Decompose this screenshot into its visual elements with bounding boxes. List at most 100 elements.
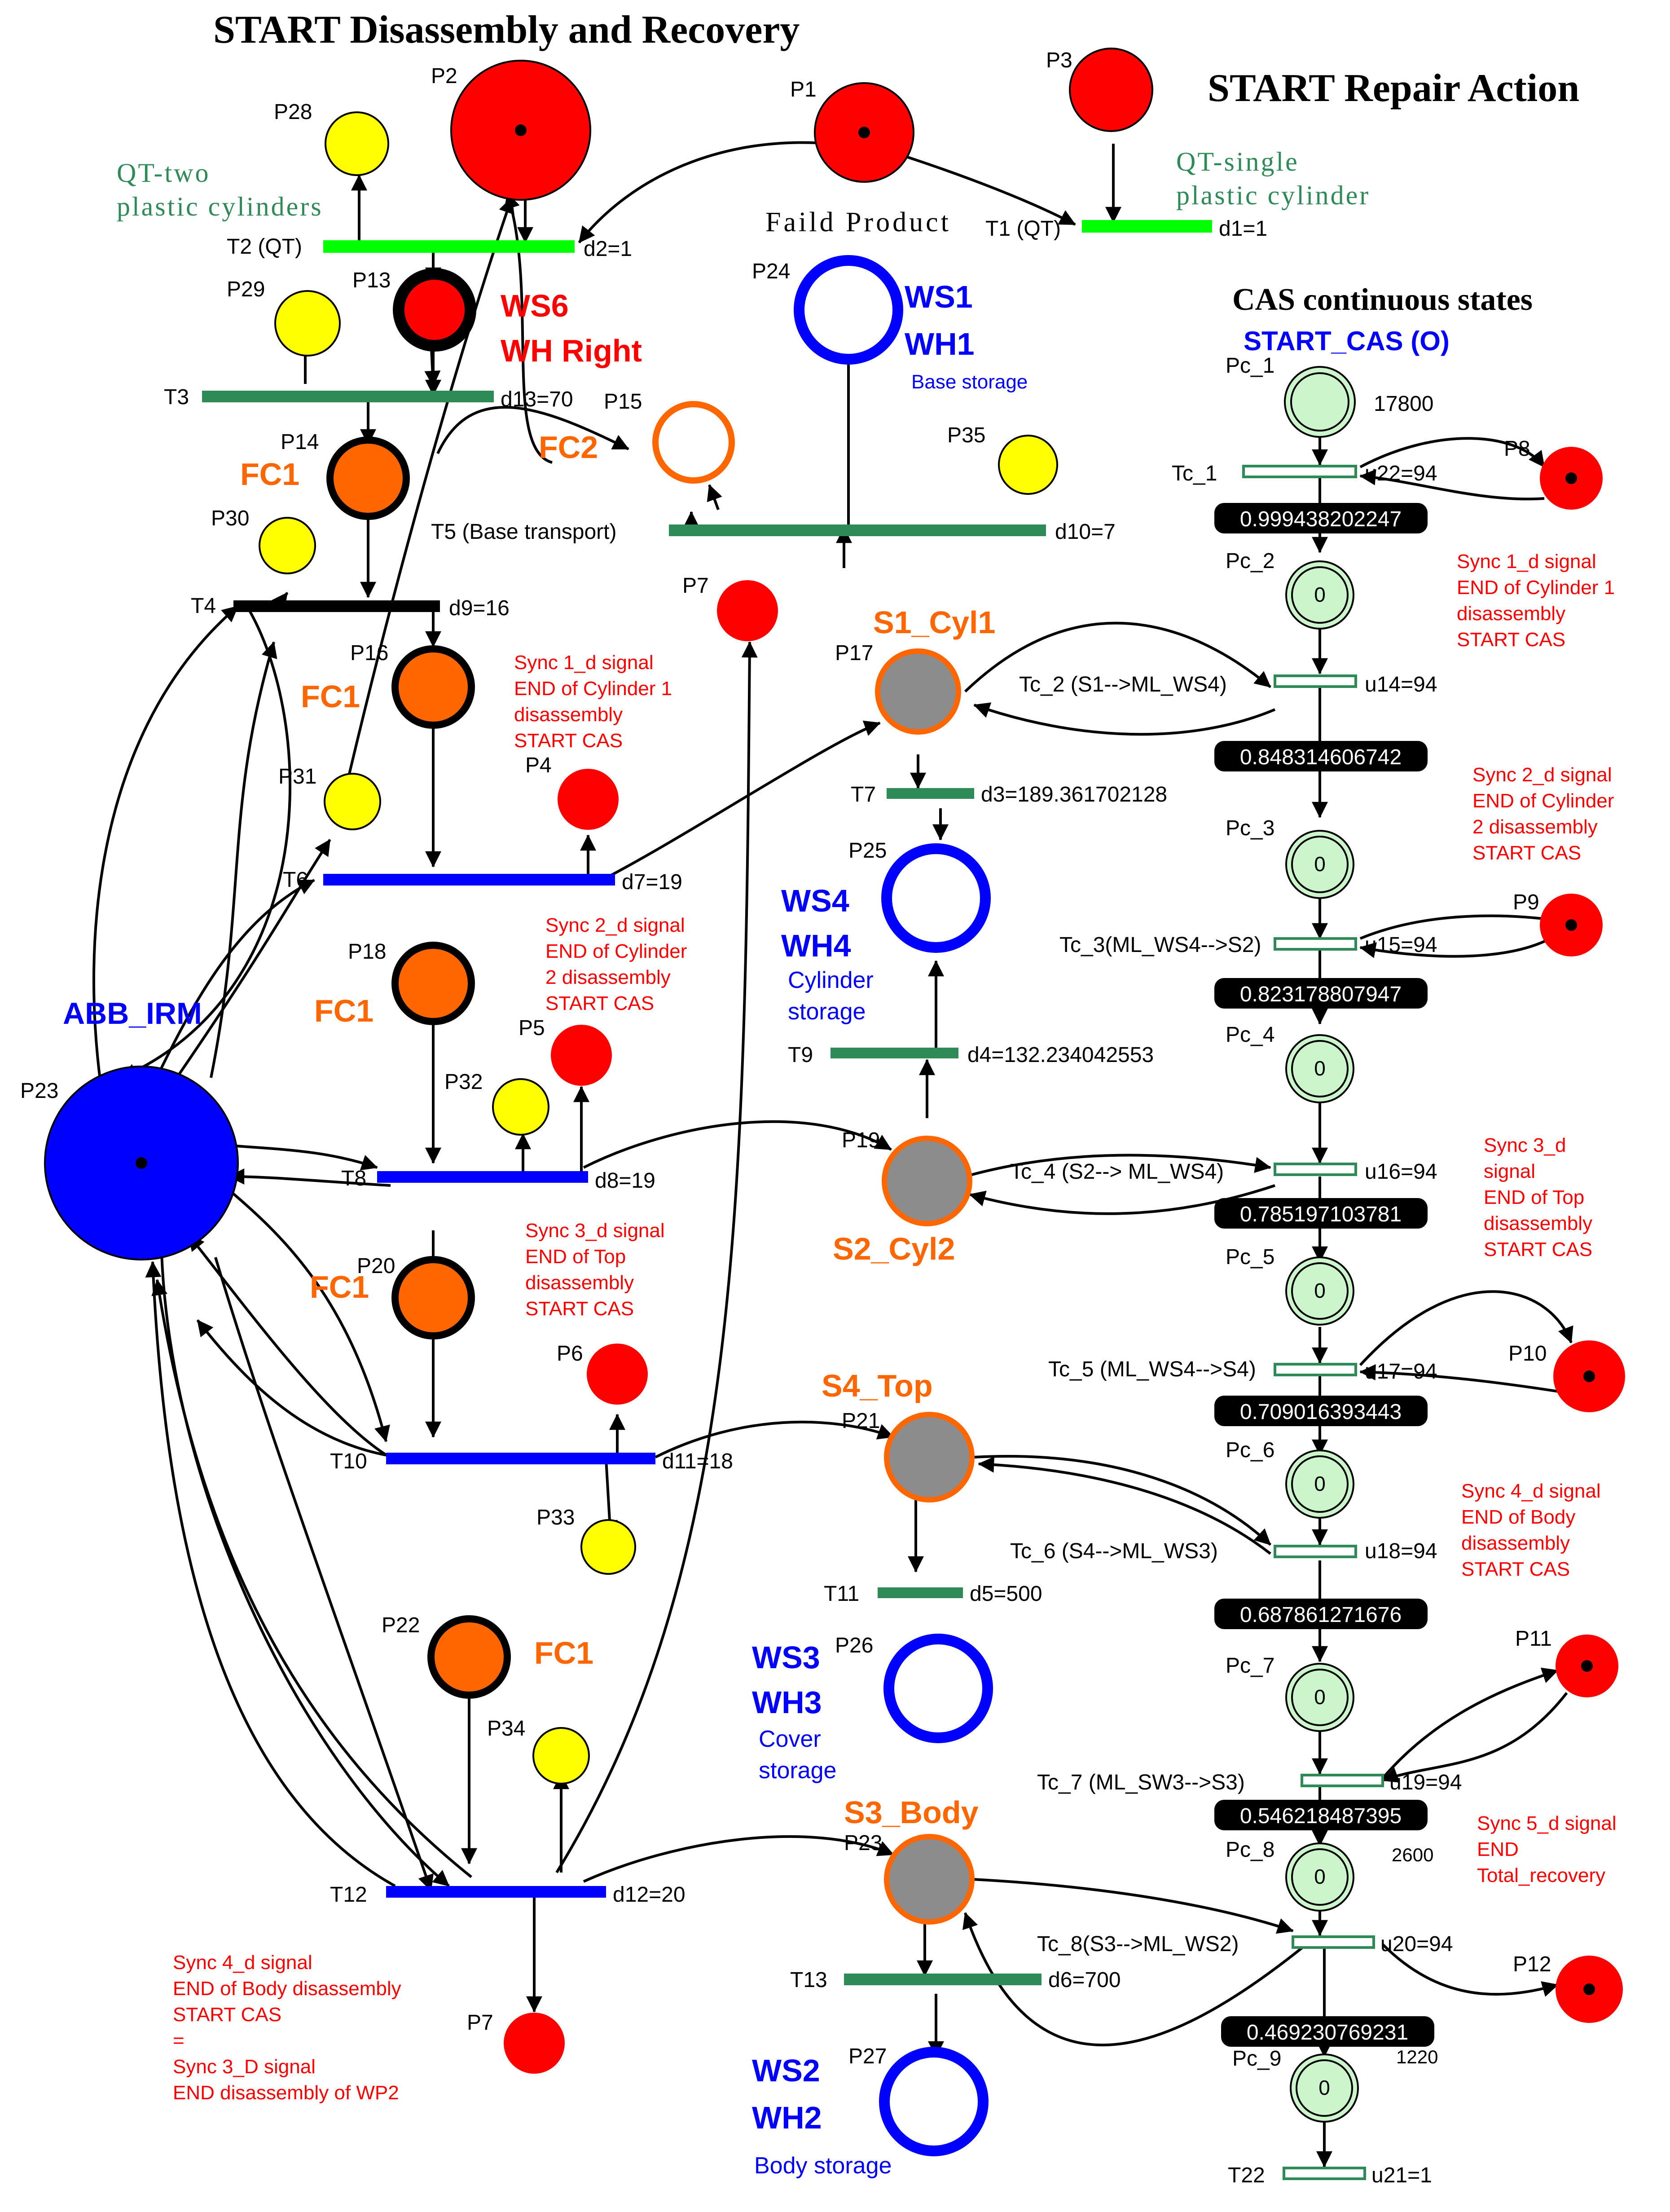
transition-T5	[669, 524, 1046, 536]
label-tc4: Tc_4 (S2--> ML_WS4)	[1010, 1160, 1224, 1184]
label-pc3: Pc_3	[1226, 816, 1274, 840]
label-T2: T2 (QT)	[227, 235, 302, 259]
badge-v4-text: 0.785197103781	[1240, 1203, 1402, 1226]
label-tc5: Tc_5 (ML_WS4-->S4)	[1048, 1357, 1256, 1381]
place-P18	[391, 942, 475, 1025]
place-Pc5-inner	[1291, 1262, 1349, 1320]
label-u14: u14=94	[1365, 673, 1437, 696]
label-qt-single-2: plastic cylinder	[1176, 181, 1370, 210]
label-d5: d5=500	[970, 1582, 1042, 1606]
badge-v7	[1214, 1800, 1428, 1830]
token-P23-abb	[136, 1157, 147, 1169]
place-P28	[325, 111, 389, 176]
label-P28: P28	[274, 100, 312, 124]
label-T13: T13	[790, 1968, 827, 1992]
note-cyl2-right: Sync 2_d signal END of Cylinder 2 disass…	[1472, 764, 1620, 864]
label-T4: T4	[191, 594, 216, 618]
token-P8	[1565, 472, 1577, 484]
label-P1: P1	[790, 78, 817, 101]
note-top-mid: Sync 3_d signal END of Top disassembly S…	[525, 1220, 670, 1320]
label-pc7: Pc_7	[1226, 1654, 1274, 1678]
label-u15: u15=94	[1365, 933, 1437, 957]
place-Pc1-inner	[1290, 372, 1349, 432]
label-d13: d13=70	[501, 388, 573, 411]
label-wh1: WH1	[905, 326, 975, 361]
note-body-right: Sync 4_d signal END of Body disassembly …	[1461, 1480, 1606, 1580]
label-s4: S4_Top	[822, 1368, 933, 1403]
transition-T9	[831, 1048, 958, 1058]
note-cyl2-mid: Sync 2_d signal END of Cylinder 2 disass…	[545, 914, 693, 1014]
label-body-storage: Body storage	[754, 2153, 892, 2179]
label-P33: P33	[536, 1506, 575, 1529]
pc3-count: 0	[1314, 852, 1326, 876]
label-cyl-storage-1: Cylinder	[788, 967, 874, 993]
pc5-count: 0	[1314, 1279, 1326, 1302]
label-pc2: Pc_2	[1226, 549, 1274, 573]
label-d12: d12=20	[613, 1883, 686, 1907]
label-P4: P4	[525, 753, 552, 777]
label-T3: T3	[164, 385, 189, 409]
label-P6: P6	[557, 1342, 583, 1366]
note-cyl1-right: Sync 1_d signal END of Cylinder 1 disass…	[1457, 551, 1620, 651]
transition-T6	[323, 874, 615, 886]
token-P9	[1565, 919, 1577, 931]
note-bottom-left: Sync 4_d signal END of Body disassembly …	[173, 1952, 407, 2104]
label-ws1: WS1	[905, 279, 973, 314]
label-wh-right: WH Right	[501, 333, 642, 368]
label-P22: P22	[382, 1613, 420, 1637]
label-P8: P8	[1504, 437, 1530, 461]
transition-Tc2	[1274, 674, 1357, 688]
label-P19: P19	[842, 1128, 880, 1152]
token-P2	[515, 124, 527, 136]
label-u18: u18=94	[1365, 1539, 1437, 1563]
label-d3: d3=189.361702128	[981, 783, 1167, 806]
transition-T12	[386, 1886, 606, 1898]
label-P11: P11	[1515, 1627, 1552, 1651]
note-top-right: Sync 3_d signal END of Top disassembly S…	[1484, 1134, 1598, 1260]
place-P21	[884, 1412, 975, 1503]
transition-Tc6	[1274, 1545, 1357, 1558]
place-P30	[259, 517, 316, 574]
place-Pc6-inner	[1291, 1455, 1349, 1513]
note-cyl1-mid: Sync 1_d signal END of Cylinder 1 disass…	[514, 652, 677, 752]
label-P20: P20	[357, 1254, 395, 1278]
label-u21: u21=1	[1371, 2164, 1432, 2187]
place-Pc4-inner	[1291, 1040, 1349, 1097]
place-P26	[883, 1634, 993, 1743]
badge-v6-text: 0.687861271676	[1240, 1603, 1402, 1627]
transition-T1	[1082, 220, 1212, 233]
place-P14	[326, 436, 410, 520]
place-P7-top	[717, 580, 778, 641]
label-T6: T6	[283, 868, 308, 892]
label-abb-irm: ABB_IRM	[63, 996, 202, 1031]
place-P19	[882, 1136, 972, 1226]
transition-T22	[1283, 2167, 1366, 2180]
arcs	[92, 141, 1573, 2168]
label-wh4: WH4	[781, 928, 851, 963]
label-u19: u19=94	[1389, 1771, 1462, 1794]
label-pc1-tokens: 17800	[1374, 392, 1433, 416]
label-d4: d4=132.234042553	[967, 1043, 1154, 1067]
label-P24: P24	[752, 260, 790, 283]
label-tc8: Tc_8(S3-->ML_WS2)	[1037, 1932, 1239, 1956]
label-P27: P27	[848, 2045, 887, 2068]
label-d8: d8=19	[595, 1169, 655, 1193]
label-ws2: WS2	[752, 2053, 820, 2088]
label-ws3: WS3	[752, 1640, 820, 1675]
transition-T2	[323, 240, 575, 253]
label-P9: P9	[1513, 890, 1539, 914]
label-P10: P10	[1508, 1342, 1547, 1366]
label-pc8-extra: 2600	[1392, 1844, 1433, 1865]
token-P12	[1583, 1983, 1595, 1995]
pc4-count: 0	[1314, 1057, 1326, 1080]
label-qt-two-1: QT-two	[117, 158, 210, 188]
label-tc6: Tc_6 (S4-->ML_WS3)	[1010, 1539, 1218, 1563]
label-d10: d10=7	[1055, 520, 1116, 544]
badge-v1-text: 0.999438202247	[1240, 507, 1402, 531]
label-T5: T5 (Base transport)	[431, 520, 616, 544]
transition-T3	[202, 391, 494, 402]
place-P31	[324, 773, 381, 830]
transition-Tc7	[1301, 1774, 1384, 1787]
label-d7: d7=19	[622, 870, 682, 894]
